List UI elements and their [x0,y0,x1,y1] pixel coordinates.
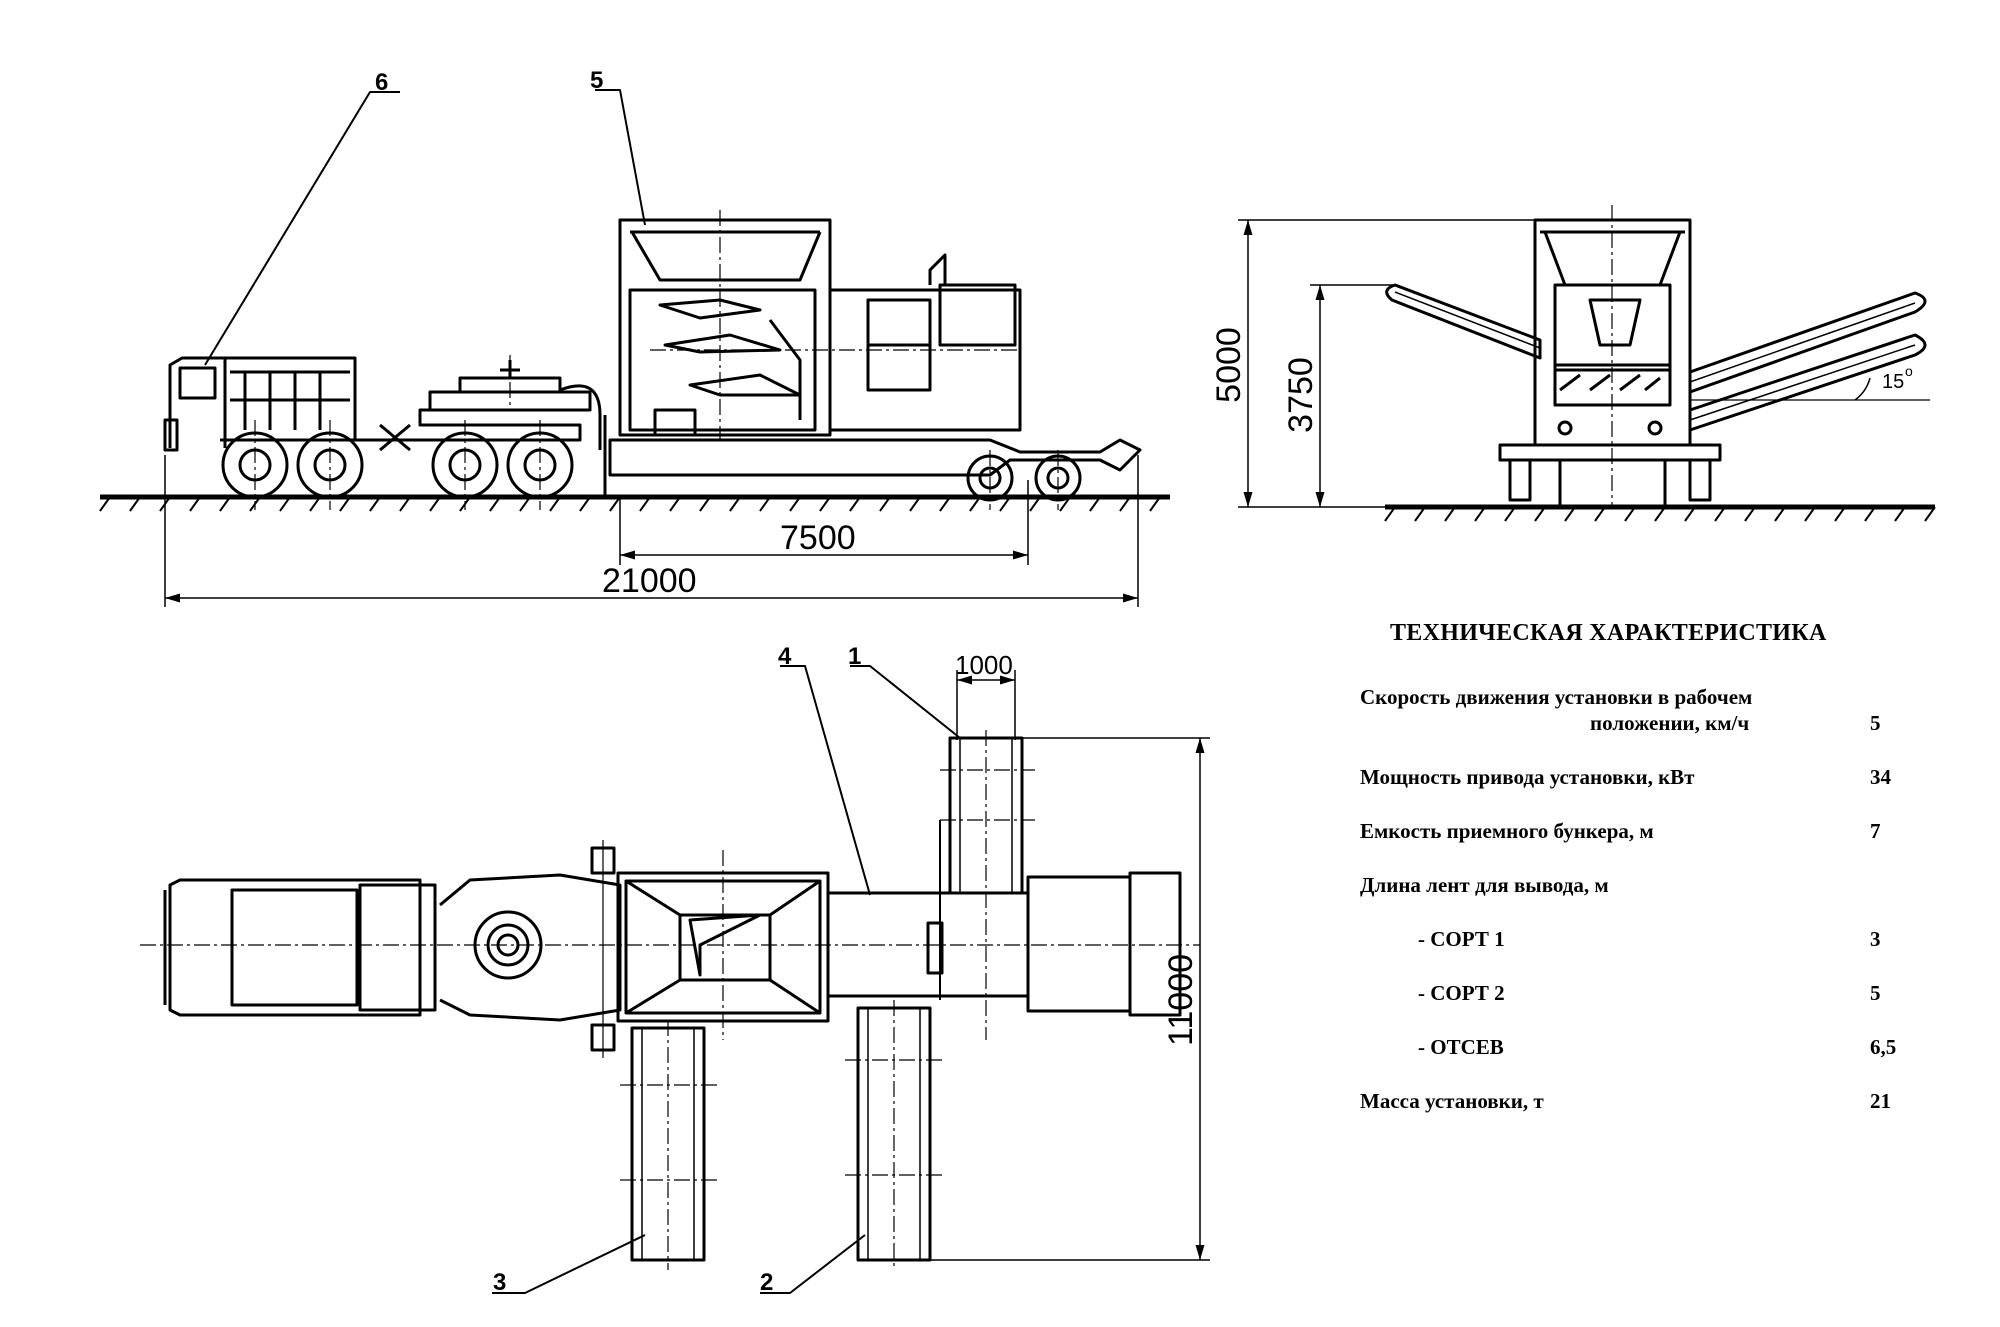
spec-title: ТЕХНИЧЕСКАЯ ХАРАКТЕРИСТИКА [1390,620,1827,646]
angle-label: 15 [1882,371,1904,393]
callout-5: 5 [590,67,603,94]
degree-symbol: o [1905,363,1913,379]
spec-label: - СОРТ 1 [1418,927,1505,951]
labels: 6 5 1 4 3 2 7500 21000 1000 5000 3750 11… [375,67,1913,1296]
callout-2: 2 [760,1269,773,1296]
tractor-truck [163,356,607,499]
dim-3750-label: 3750 [1282,357,1320,433]
plan-belt-1 [939,736,1024,1000]
spec-value: 21 [1870,1089,1891,1113]
dim-7500-label: 7500 [780,519,856,557]
spec-value: 5 [1870,711,1881,735]
spec-label: - СОРТ 2 [1418,981,1505,1005]
callout-6: 6 [375,69,388,96]
spec-label: Емкость приемного бункера, м [1360,819,1654,843]
spec-label-cont: положении, км/ч [1590,711,1750,735]
spec-value: 3 [1870,927,1881,951]
spec-label: Длина лент для вывода, м [1360,873,1609,897]
spec-value: 5 [1870,981,1881,1005]
plan-tractor [163,840,622,1058]
callout-3: 3 [493,1269,506,1296]
front-view [1238,205,1936,522]
spec-label: Скорость движения установки в рабочем [1360,685,1753,709]
conveyor-left [1385,283,1542,360]
spec-label: - ОТСЕВ [1418,1035,1504,1059]
trailer-plant [608,210,1142,502]
spec-value: 7 [1870,819,1881,843]
dim-5000-label: 5000 [1210,327,1248,403]
plan-view [140,665,1210,1294]
dim-1000-label: 1000 [955,650,1013,680]
conveyor-right-2 [1689,333,1927,432]
conveyor-right-1 [1689,291,1927,394]
spec-label: Мощность привода установки, кВт [1360,765,1695,789]
dim-21000-label: 21000 [602,562,697,600]
spec-value: 6,5 [1870,1035,1897,1059]
dim-11000-label: 11000 [1162,954,1200,1046]
spec-label: Масса установки, т [1360,1089,1544,1113]
spec-value: 34 [1870,765,1891,789]
side-view [99,89,1170,607]
callout-1: 1 [848,643,861,670]
callout-4: 4 [778,643,792,670]
